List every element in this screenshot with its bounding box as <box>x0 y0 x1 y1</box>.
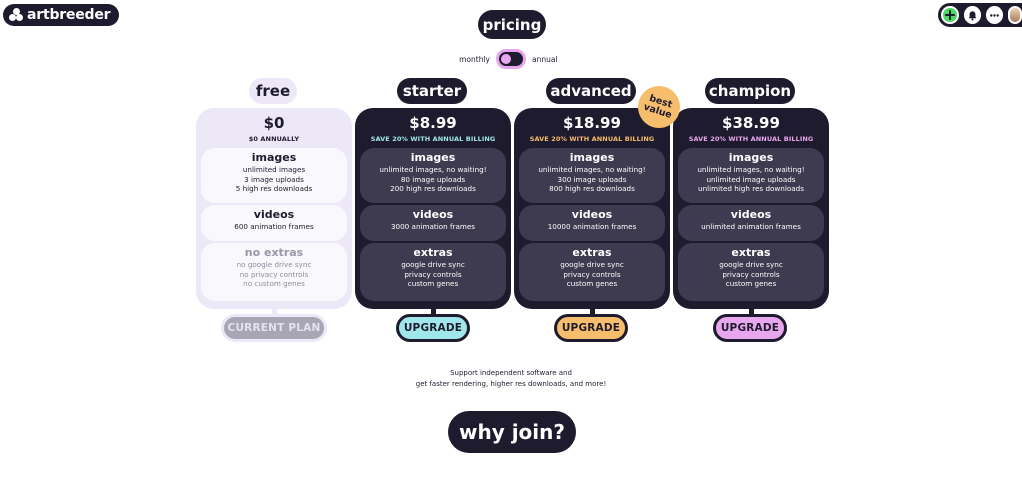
images-feature: unlimited images, no waiting! <box>379 165 487 174</box>
logo-text: artbreeder <box>27 7 111 23</box>
why-join-button[interactable]: why join? <box>448 411 576 453</box>
plan-label-champion: champion <box>705 78 795 104</box>
images-feature: 3 image uploads <box>244 174 304 184</box>
plan-card-starter: $8.99 SAVE 20% WITH ANNUAL BILLING image… <box>355 108 511 309</box>
extras-feature: google drive sync <box>401 260 465 269</box>
extras-feature: no custom genes <box>243 279 305 288</box>
top-right-toolbar <box>938 3 1022 27</box>
extras-title: extras <box>413 246 453 259</box>
extras-feature: custom genes <box>407 279 459 288</box>
card-connector <box>590 308 595 316</box>
extras-feature: no privacy controls <box>239 269 309 279</box>
plan-subtitle: SAVE 20% WITH ANNUAL BILLING <box>529 135 655 143</box>
avatar[interactable] <box>1008 6 1022 24</box>
images-feature: 800 high res downloads <box>549 184 635 193</box>
support-line: Support independent software and <box>450 369 572 377</box>
current-plan-button[interactable]: CURRENT PLAN <box>221 314 327 342</box>
more-icon[interactable] <box>985 6 1004 24</box>
plan-label-starter: starter <box>397 78 467 104</box>
videos-feature: 10000 animation frames <box>547 222 637 231</box>
videos-title: videos <box>412 208 454 221</box>
videos-section: videos 10000 animation frames <box>519 205 665 241</box>
images-feature: unlimited images <box>242 165 306 174</box>
videos-section: videos 600 animation frames <box>201 205 347 241</box>
extras-feature: custom genes <box>566 279 618 288</box>
images-feature: unlimited images, no waiting! <box>538 165 646 174</box>
upgrade-advanced-button[interactable]: UPGRADE <box>554 314 628 342</box>
images-feature: unlimited images, no waiting! <box>697 165 805 174</box>
plan-card-free: $0 $0 ANNUALLY images unlimited images 3… <box>196 108 352 309</box>
videos-feature: 600 animation frames <box>234 222 314 231</box>
extras-section: no extras no google drive sync no privac… <box>201 243 347 301</box>
plan-subtitle: $0 ANNUALLY <box>248 135 300 143</box>
extras-feature: google drive sync <box>719 260 783 269</box>
extras-feature: google drive sync <box>560 260 624 269</box>
upgrade-starter-button[interactable]: UPGRADE <box>396 314 470 342</box>
card-connector <box>431 308 436 316</box>
images-feature: 200 high res downloads <box>390 184 476 193</box>
images-feature: unlimited high res downloads <box>698 184 804 193</box>
plus-icon[interactable] <box>941 6 959 24</box>
videos-section: videos unlimited animation frames <box>678 205 824 241</box>
videos-feature: unlimited animation frames <box>701 222 801 231</box>
extras-feature: custom genes <box>725 279 777 288</box>
plan-card-champion: $38.99 SAVE 20% WITH ANNUAL BILLING imag… <box>673 108 829 309</box>
plan-card-advanced: $18.99 SAVE 20% WITH ANNUAL BILLING imag… <box>514 108 670 309</box>
images-title: images <box>569 151 615 164</box>
images-title: images <box>251 151 297 164</box>
bell-icon[interactable] <box>963 6 981 24</box>
images-feature: unlimited image uploads <box>706 174 796 184</box>
monthly-label[interactable]: monthly <box>459 54 490 64</box>
support-text: Support independent software and get fas… <box>0 368 1022 390</box>
extras-feature: no google drive sync <box>236 260 312 269</box>
extras-title: extras <box>572 246 612 259</box>
card-connector <box>272 308 277 316</box>
page-title: pricing <box>478 10 546 39</box>
billing-toggle-row: monthly annual <box>0 49 1022 69</box>
videos-title: videos <box>253 208 295 221</box>
images-feature: 80 image uploads <box>400 174 466 184</box>
extras-feature: privacy controls <box>563 269 621 279</box>
extras-section: extras google drive sync privacy control… <box>360 243 506 301</box>
support-line: get faster rendering, higher res downloa… <box>415 380 607 388</box>
images-section: images unlimited images, no waiting! 80 … <box>360 148 506 203</box>
plan-price: $18.99 <box>563 114 621 132</box>
plan-subtitle: SAVE 20% WITH ANNUAL BILLING <box>370 135 496 143</box>
plan-subtitle: SAVE 20% WITH ANNUAL BILLING <box>688 135 814 143</box>
images-section: images unlimited images 3 image uploads … <box>201 148 347 203</box>
extras-title: extras <box>731 246 771 259</box>
toggle-knob <box>501 54 511 64</box>
billing-toggle[interactable] <box>496 49 526 69</box>
plan-label-advanced: advanced <box>546 78 636 104</box>
images-section: images unlimited images, no waiting! 300… <box>519 148 665 203</box>
videos-section: videos 3000 animation frames <box>360 205 506 241</box>
extras-section: extras google drive sync privacy control… <box>519 243 665 301</box>
extras-title: no extras <box>244 246 304 259</box>
images-section: images unlimited images, no waiting! unl… <box>678 148 824 203</box>
logo-icon <box>9 8 23 22</box>
images-feature: 300 image uploads <box>557 174 627 184</box>
card-connector <box>749 308 754 316</box>
plan-label-free: free <box>249 78 297 104</box>
artbreeder-logo[interactable]: artbreeder <box>3 4 120 26</box>
plan-price: $0 <box>263 114 285 132</box>
annual-label[interactable]: annual <box>532 54 558 64</box>
videos-title: videos <box>571 208 613 221</box>
plan-price: $8.99 <box>409 114 457 132</box>
extras-feature: privacy controls <box>722 269 780 279</box>
images-feature: 5 high res downloads <box>235 184 313 193</box>
videos-title: videos <box>730 208 772 221</box>
videos-feature: 3000 animation frames <box>390 222 476 231</box>
images-title: images <box>728 151 774 164</box>
plan-price: $38.99 <box>722 114 780 132</box>
images-title: images <box>410 151 456 164</box>
upgrade-champion-button[interactable]: UPGRADE <box>713 314 787 342</box>
extras-feature: privacy controls <box>404 269 462 279</box>
extras-section: extras google drive sync privacy control… <box>678 243 824 301</box>
